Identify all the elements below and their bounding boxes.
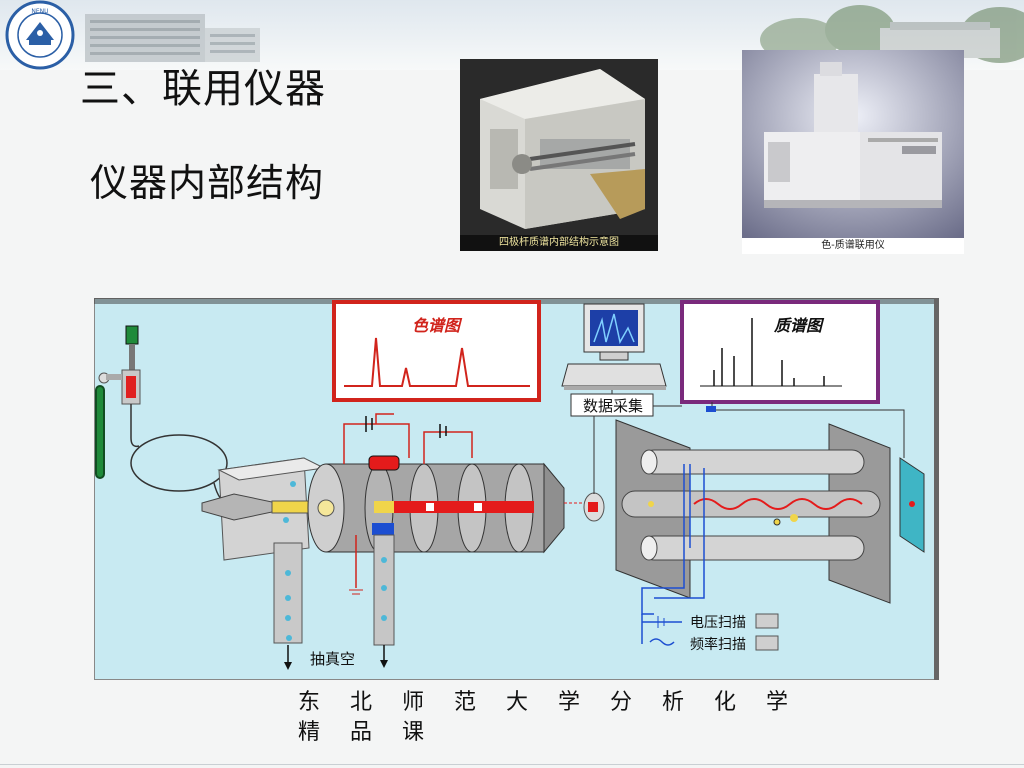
mass-spectrum-panel — [680, 300, 880, 404]
footer-line-1: 东北师范大学分析化学 — [298, 688, 796, 718]
footer-char: 师 — [402, 690, 425, 715]
gcms-illustration — [742, 50, 964, 238]
gcms-instrument-photo: 色-质谱联用仪 — [742, 50, 964, 254]
footer-char: 精 — [298, 720, 321, 745]
gcms-schematic — [93, 297, 940, 681]
gas-cylinder — [95, 325, 141, 479]
quadrupole-rods — [615, 419, 925, 615]
footer-char: 课 — [402, 720, 425, 745]
quadrupole-structure-photo: 四极杆质谱内部结构示意图 — [460, 59, 658, 251]
header-banner: NENU — [0, 0, 1024, 70]
chromatogram-label: 色谱图 — [412, 316, 461, 335]
footer-char: 大 — [506, 690, 529, 715]
left-photo-caption: 四极杆质谱内部结构示意图 — [460, 235, 658, 251]
computer-icon — [561, 303, 667, 390]
slide-subtitle: 仪器内部结构 — [90, 161, 325, 205]
mass-spectrum-label: 质谱图 — [774, 316, 823, 335]
ion-source-cylinder — [307, 455, 605, 554]
slide-title: 三、联用仪器 — [80, 66, 326, 112]
campus-banner-image — [0, 0, 1024, 70]
footer-char: 范 — [454, 690, 477, 715]
footer-char: 东 — [298, 690, 321, 715]
footer-line-2: 精品课 — [298, 718, 796, 748]
vacuum-label: 抽真空 — [310, 650, 356, 668]
footer-char: 品 — [350, 720, 373, 745]
footer-char: 析 — [662, 690, 685, 715]
building-left — [85, 14, 260, 62]
footer-char: 化 — [714, 690, 737, 715]
footer-char: 分 — [610, 690, 633, 715]
frequency-scan-label: 频率扫描 — [690, 637, 746, 653]
voltage-scan-button — [755, 613, 779, 629]
footer-char: 北 — [350, 690, 373, 715]
svg-text:NENU: NENU — [31, 8, 48, 15]
power-wires — [343, 413, 473, 464]
chromatogram-panel — [332, 300, 541, 402]
footer-char: 学 — [558, 690, 581, 715]
gcms-schematic-panel: 色谱图 质谱图 数据采集 抽真空 电压扫描 频率扫描 — [93, 297, 940, 681]
quadrupole-illustration — [460, 59, 658, 235]
right-photo-caption: 色-质谱联用仪 — [742, 238, 964, 254]
scan-controls — [641, 613, 779, 651]
footer-divider — [0, 764, 1024, 765]
vacuum-pipe — [349, 534, 395, 668]
university-logo: NENU — [5, 0, 75, 70]
frequency-scan-button — [755, 635, 779, 651]
footer-char: 学 — [766, 690, 789, 715]
voltage-scan-label: 电压扫描 — [690, 615, 746, 631]
data-collection-label: 数据采集 — [582, 397, 643, 415]
interface-block — [201, 457, 326, 670]
footer-credit: 东 北 师 范 大 学 分 析 化 学 精 品 课 — [298, 688, 796, 748]
